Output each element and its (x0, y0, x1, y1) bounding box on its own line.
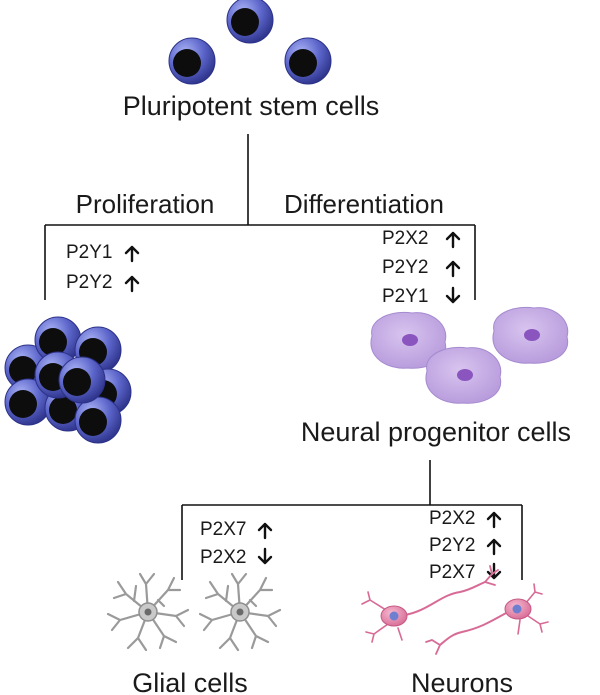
receptor-label: P2X7 (200, 519, 246, 540)
proliferating-cell-cluster (4, 316, 132, 444)
receptor-label: P2Y2 (382, 257, 428, 278)
proliferation-receptor-list: P2Y1 P2Y2 (66, 242, 140, 293)
glial-cell (106, 572, 190, 652)
neuron-cell (425, 583, 549, 655)
down-arrow-icon (486, 562, 502, 580)
up-arrow-icon (486, 538, 502, 556)
down-arrow-icon (445, 286, 461, 304)
stem-cell (284, 37, 332, 85)
glial-receptor-list: P2X7 P2X2 (200, 519, 273, 568)
progenitor-cell (425, 346, 502, 404)
receptor-label: P2Y1 (66, 242, 112, 263)
differentiation-receptor-list: P2X2 P2Y2 P2Y1 (382, 228, 461, 307)
label-neurons: Neurons (411, 668, 513, 695)
up-arrow-icon (124, 245, 140, 263)
neuron-cell (361, 565, 499, 643)
label-glial-cells: Glial cells (132, 668, 248, 695)
up-arrow-icon (257, 522, 273, 540)
neural-progenitor-group (370, 306, 569, 404)
receptor-label: P2X2 (382, 228, 428, 249)
stem-cell-group (168, 0, 332, 85)
down-arrow-icon (257, 547, 273, 565)
label-neural-progenitor: Neural progenitor cells (301, 417, 571, 447)
receptor-label: P2Y2 (66, 272, 112, 293)
branch-lines-bottom (181, 460, 523, 580)
receptor-label: P2Y2 (429, 535, 475, 556)
up-arrow-icon (124, 275, 140, 293)
up-arrow-icon (445, 260, 461, 278)
receptor-label: P2X7 (429, 562, 475, 583)
label-stem-cells: Pluripotent stem cells (123, 91, 380, 121)
receptor-label: P2X2 (200, 547, 246, 568)
receptor-label: P2Y1 (382, 286, 428, 307)
glial-cell (198, 572, 282, 652)
neuron-group (361, 565, 549, 655)
up-arrow-icon (486, 511, 502, 529)
label-proliferation: Proliferation (76, 189, 215, 219)
receptor-label: P2X2 (429, 508, 475, 529)
label-differentiation: Differentiation (284, 189, 444, 219)
glial-cell-group (106, 572, 282, 652)
progenitor-cell (492, 306, 569, 364)
neuron-receptor-list: P2X2 P2Y2 P2X7 (429, 508, 502, 583)
up-arrow-icon (445, 231, 461, 249)
branch-lines-top (44, 134, 476, 300)
stem-cell (226, 0, 274, 44)
stem-cell (168, 37, 216, 85)
